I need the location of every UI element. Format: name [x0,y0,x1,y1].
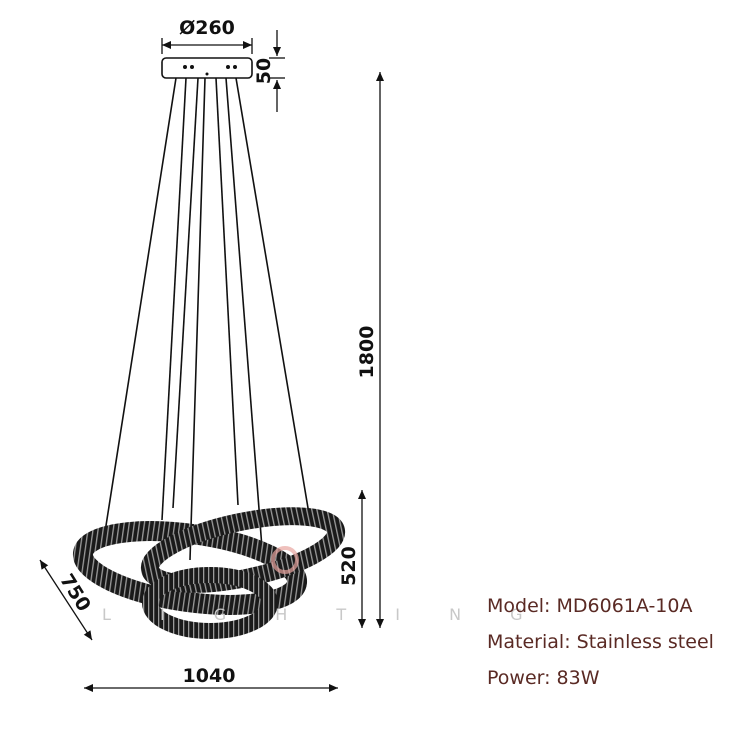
brand-watermark: L I G H T I N G [102,546,545,624]
total-height-label: 1800 [356,326,378,379]
suspension-cables [104,77,311,561]
dimension-lines [39,30,384,692]
spec-power: Power: 83W [487,667,600,689]
crystal-rings [72,507,346,639]
width-label: 1040 [183,665,236,687]
spec-model: Model: MD6061A-10A [487,595,693,617]
ceiling-canopy [161,57,253,79]
canopy-diameter-label: Ø260 [179,17,235,39]
canopy-height-label: 50 [253,58,275,84]
spec-material: Material: Stainless steel [487,631,714,653]
ring-height-label: 520 [338,546,360,586]
svg-text:L I G H T I N G: L I G H T I N G [102,605,545,624]
